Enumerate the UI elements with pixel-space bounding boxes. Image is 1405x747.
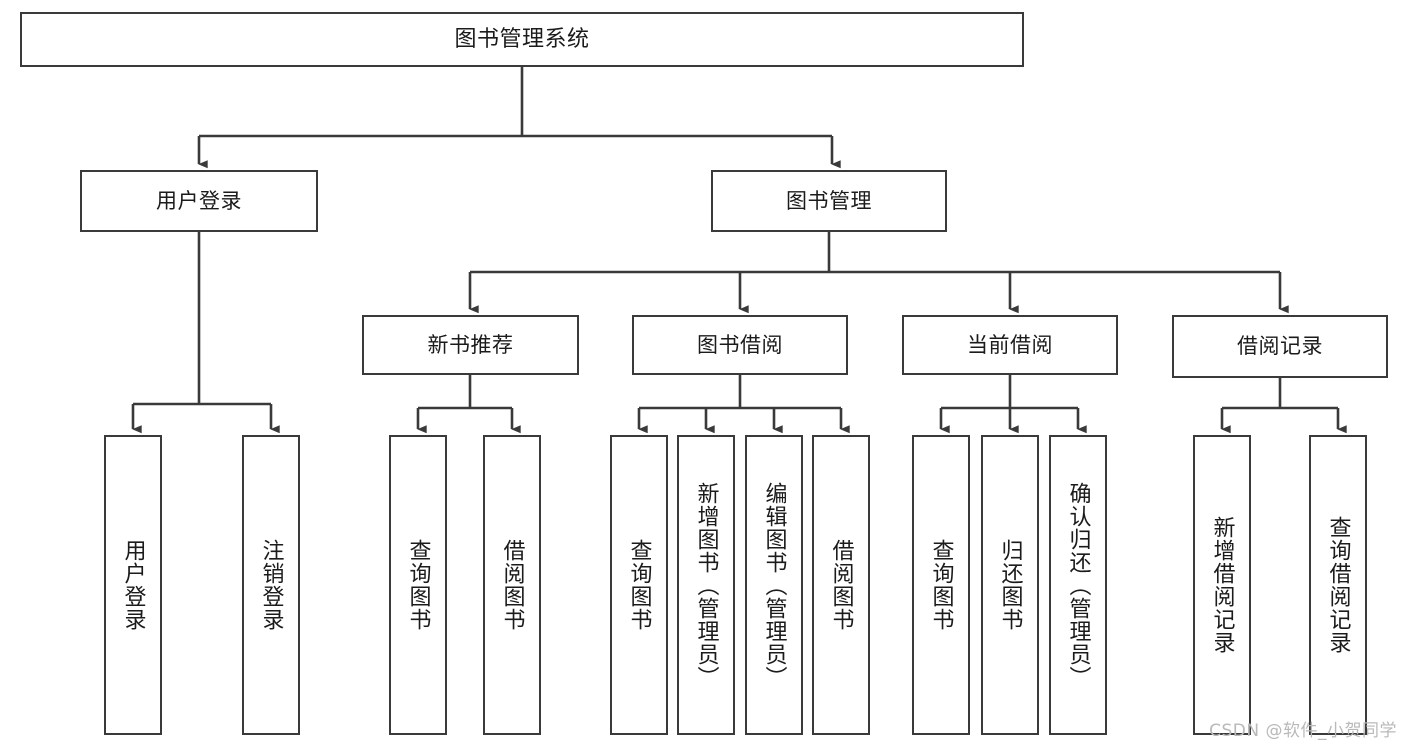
node-label: 用户登录: [120, 539, 146, 631]
leaf-borrow-record-add[interactable]: 新增借阅记录: [1193, 435, 1251, 735]
node-label: 图书管理系统: [454, 26, 590, 52]
leaf-current-borrow-return[interactable]: 归还图书: [981, 435, 1039, 735]
leaf-new-book-borrow[interactable]: 借阅图书: [483, 435, 541, 735]
node-label: 查询图书: [405, 539, 431, 631]
leaf-book-borrow-add[interactable]: 新增图书（管理员）: [677, 435, 735, 735]
leaf-new-book-query[interactable]: 查询图书: [389, 435, 447, 735]
node-book-borrow[interactable]: 图书借阅: [632, 315, 848, 375]
node-label: 新书推荐: [427, 332, 514, 357]
node-current-borrow[interactable]: 当前借阅: [902, 315, 1118, 375]
node-label: 图书管理: [786, 188, 872, 213]
node-new-book-recommend[interactable]: 新书推荐: [362, 315, 579, 375]
leaf-user-login-signin[interactable]: 用户登录: [104, 435, 162, 735]
node-label: 归还图书: [997, 539, 1023, 631]
node-label: 借阅图书: [828, 539, 854, 631]
node-root[interactable]: 图书管理系统: [20, 12, 1024, 67]
leaf-book-borrow-lend[interactable]: 借阅图书: [812, 435, 870, 735]
node-label: 查询图书: [928, 539, 954, 631]
node-label: 图书借阅: [697, 332, 783, 357]
node-label: 新增借阅记录: [1209, 516, 1235, 654]
node-label: 借阅记录: [1237, 334, 1323, 359]
node-label: 借阅图书: [499, 539, 525, 631]
leaf-book-borrow-query[interactable]: 查询图书: [610, 435, 668, 735]
node-label: 当前借阅: [967, 332, 1053, 357]
node-label: 查询借阅记录: [1325, 516, 1351, 654]
node-user-login[interactable]: 用户登录: [80, 170, 318, 232]
leaf-user-login-signout[interactable]: 注销登录: [242, 435, 300, 735]
leaf-current-borrow-confirm[interactable]: 确认归还（管理员）: [1049, 435, 1107, 735]
node-label: 用户登录: [156, 188, 242, 213]
node-borrow-record[interactable]: 借阅记录: [1172, 315, 1388, 378]
node-label: 编辑图书（管理员）: [761, 481, 787, 689]
leaf-current-borrow-query[interactable]: 查询图书: [912, 435, 970, 735]
node-label: 确认归还（管理员）: [1065, 481, 1091, 689]
node-book-management[interactable]: 图书管理: [711, 170, 947, 232]
leaf-book-borrow-edit[interactable]: 编辑图书（管理员）: [745, 435, 803, 735]
node-label: 注销登录: [258, 539, 284, 631]
node-label: 查询图书: [626, 539, 652, 631]
csdn-watermark: CSDN @软件_小贺同学: [1209, 721, 1397, 741]
leaf-borrow-record-query[interactable]: 查询借阅记录: [1309, 435, 1367, 735]
node-label: 新增图书（管理员）: [693, 481, 719, 689]
